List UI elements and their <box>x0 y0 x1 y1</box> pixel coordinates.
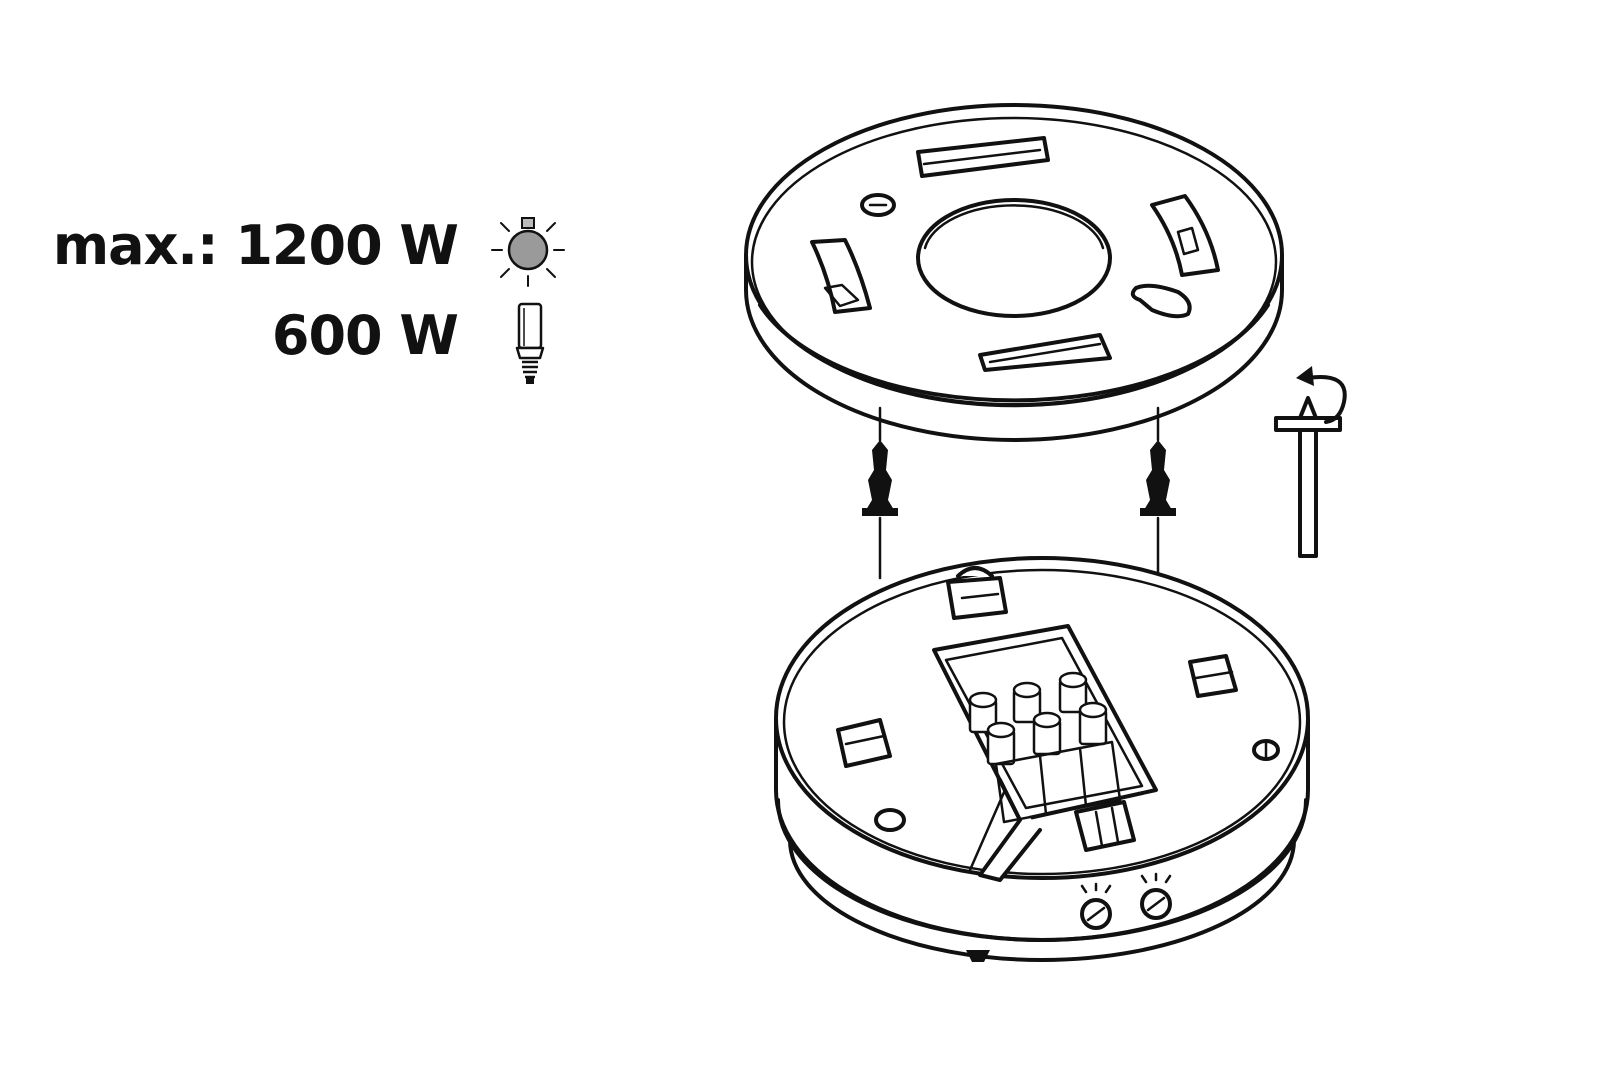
terminal-block <box>968 671 1122 824</box>
max-prefix: max.: <box>52 214 236 277</box>
max-wattage-cfl: 600 W <box>271 304 459 367</box>
wall-plug-right <box>1140 406 1176 580</box>
plate-clip-left <box>810 238 872 314</box>
base-clip-left <box>836 718 892 768</box>
max-wattage-incandescent: max.: 1200 W <box>52 214 459 277</box>
plate-oblong-slot <box>1130 283 1192 319</box>
mounting-plate <box>744 103 1284 442</box>
screwdriver-icon <box>1274 396 1342 558</box>
max-cfl-value: 600 W <box>271 304 459 367</box>
adjustment-knobs <box>1080 872 1172 930</box>
wall-plug-left <box>862 406 898 580</box>
fixture-base <box>774 556 1310 962</box>
base-screw-hole-left <box>874 808 906 832</box>
incandescent-bulb-icon <box>491 217 565 287</box>
max-incandescent-value: 1200 W <box>235 214 459 277</box>
base-clip-top <box>946 576 1008 620</box>
rotate-arrow-icon <box>1296 366 1347 424</box>
plate-center-hole <box>916 198 1112 318</box>
strain-relief-clip <box>1074 800 1136 852</box>
plate-clip-right <box>1150 194 1220 277</box>
cfl-bulb-icon <box>515 302 545 384</box>
